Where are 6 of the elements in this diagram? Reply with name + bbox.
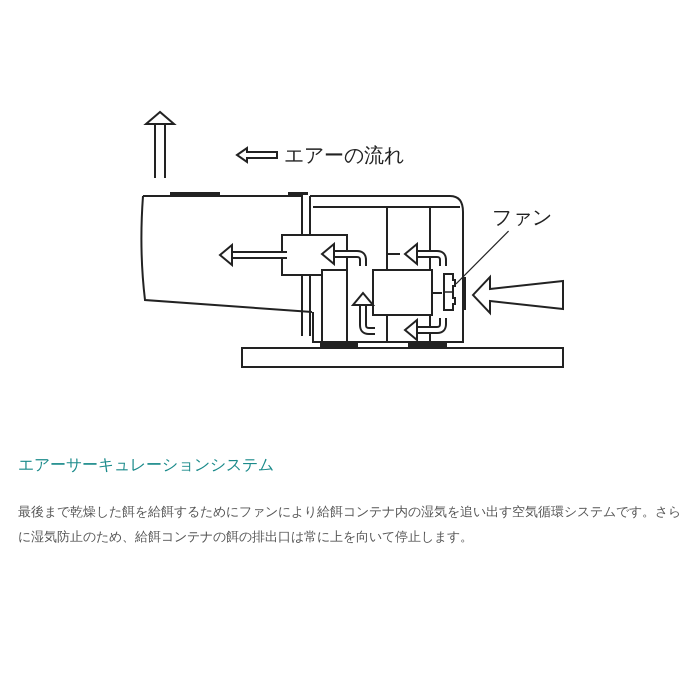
leader-line <box>456 230 510 284</box>
legend-label: エアーの流れ <box>284 142 404 169</box>
fan-drawing <box>440 272 456 312</box>
part-label: ファン <box>492 204 552 231</box>
section-heading: エアーサーキュレーションシステム <box>18 455 274 476</box>
description-paragraph: 最後まで乾燥した餌を給餌するためにファンにより給餌コンテナ内の湿気を追い出す空気循環システムです。さらに湿気防止のため、給餌コンテナの餌の排出口は常に上を向いて停止します。 <box>18 504 682 547</box>
